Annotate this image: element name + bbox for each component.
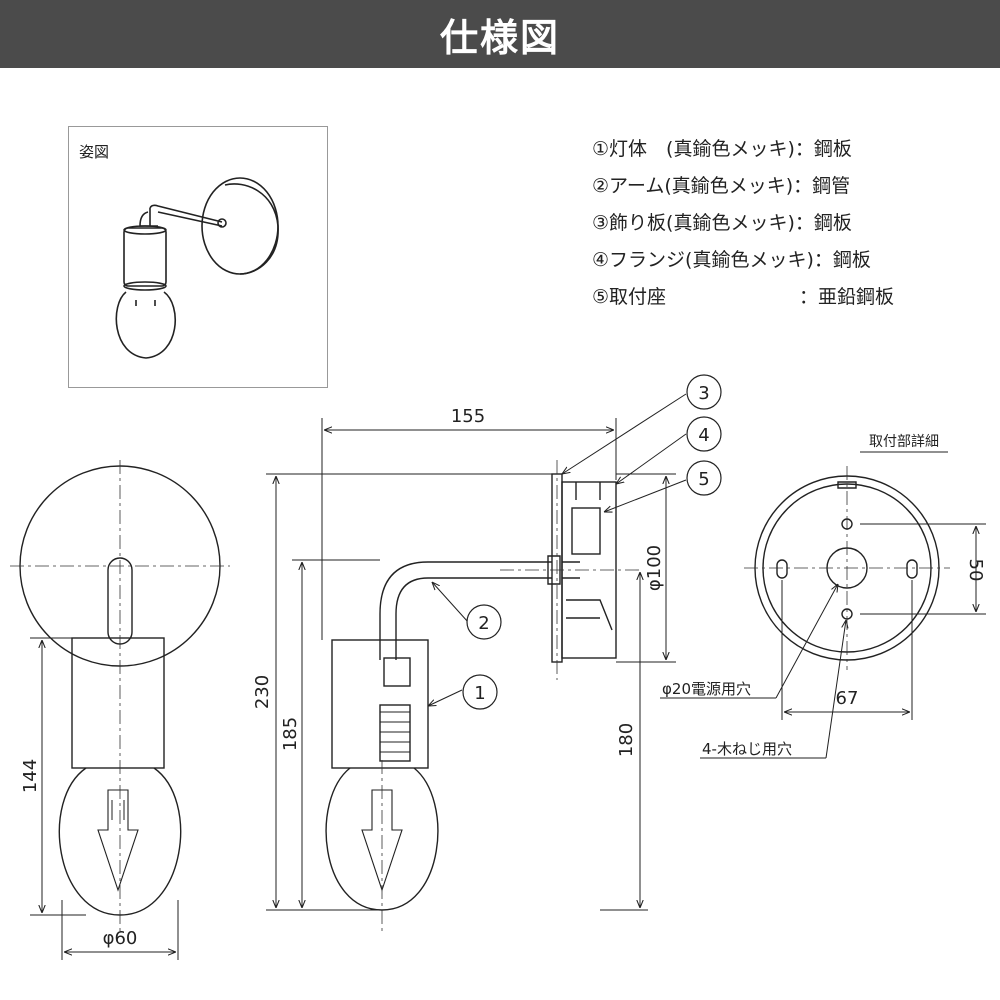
- power-hole-label: φ20電源用穴: [662, 680, 751, 698]
- dim-phi60: φ60: [103, 928, 138, 949]
- page-title: 仕様図: [439, 15, 560, 60]
- dim-185: 185: [280, 717, 301, 751]
- dim-phi100: φ100: [644, 545, 665, 591]
- callout-2: 2: [478, 613, 489, 634]
- screw-hole-label: 4-木ねじ用穴: [702, 740, 792, 758]
- mount-centerlines: [744, 466, 950, 670]
- spec-item-base: ⑤取付座 ：亜鉛鋼板: [592, 286, 895, 308]
- dim-230: 230: [252, 675, 273, 709]
- dim-50: 50: [965, 559, 986, 582]
- callout-1: 1: [474, 683, 485, 704]
- mount-dimensions: [660, 523, 986, 759]
- spec-item-plate: ③飾り板(真鍮色メッキ)：鋼板: [592, 212, 852, 234]
- callout-5: 5: [698, 469, 709, 490]
- front-dimensions: [30, 637, 179, 960]
- front-centerlines: [10, 460, 230, 935]
- perspective-label: 姿図: [79, 143, 110, 161]
- dim-180: 180: [616, 723, 637, 757]
- spec-item-body: ①灯体 (真鍮色メッキ)：鋼板: [592, 138, 852, 160]
- dim-144: 144: [20, 759, 41, 793]
- perspective-sketch: [115, 177, 279, 359]
- spec-list: ①灯体 (真鍮色メッキ)：鋼板 ②アーム(真鍮色メッキ)：鋼管 ③飾り板(真鍮色…: [592, 134, 894, 319]
- callout-4: 4: [698, 425, 709, 446]
- callout-3: 3: [698, 383, 709, 404]
- side-dimensions: [266, 418, 676, 911]
- callout-leaders: [428, 393, 687, 706]
- callout-circles: [462, 374, 722, 710]
- spec-item-arm: ②アーム(真鍮色メッキ)：鋼管: [592, 175, 851, 197]
- header-banner: 仕様図: [0, 0, 1000, 68]
- side-centerlines: [381, 460, 640, 935]
- mount-detail-title: 取付部詳細: [869, 434, 939, 450]
- dim-155: 155: [451, 406, 485, 427]
- spec-item-flange: ④フランジ(真鍮色メッキ)：鋼板: [592, 249, 871, 271]
- perspective-view-box: 姿図: [68, 126, 328, 388]
- dim-67: 67: [836, 688, 859, 709]
